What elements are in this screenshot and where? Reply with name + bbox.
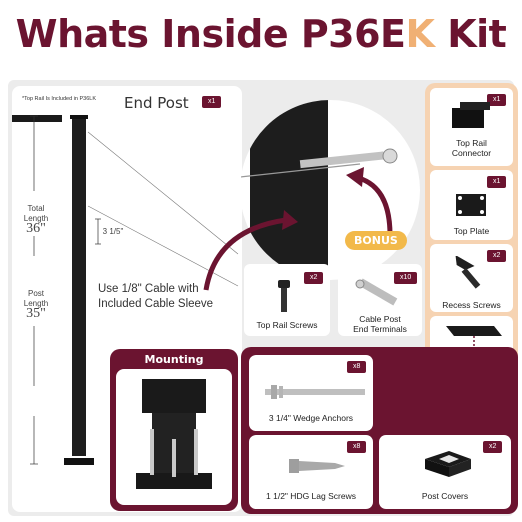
- cable-terminals-label-2: End Terminals: [353, 324, 407, 334]
- top-rail-connector-label-2: Connector: [451, 148, 492, 158]
- post-covers-label: Post Covers: [421, 491, 469, 501]
- top-plate-qty-badge: x1: [487, 176, 507, 188]
- bottom-items-panel: x8 3 1/4" Wedge Anchors x8 1 1/2" HDG La…: [241, 347, 518, 514]
- mounting-base-icon: [136, 379, 212, 489]
- end-post-illustration: [12, 115, 239, 465]
- title-main: Whats Inside P36E: [15, 12, 406, 56]
- recess-screw-icon: [455, 256, 481, 289]
- cable-text-line-2: Included Cable Sleeve: [98, 298, 214, 310]
- page-title: Whats Inside P36EK Kit: [0, 12, 522, 56]
- mounting-illustration: [116, 369, 232, 505]
- mounting-panel: Mounting: [110, 349, 238, 511]
- post-cover-icon: [425, 451, 471, 477]
- wedge-anchors-card: x8 3 1/4" Wedge Anchors: [249, 355, 373, 431]
- detail-arrow: [203, 210, 298, 291]
- top-rail-connector-card: x1 Top Rail Connector: [430, 88, 513, 166]
- bonus-badge: BONUS: [345, 231, 407, 250]
- top-rail-note: *Top Rail Is Included in P36LK: [22, 96, 96, 102]
- lag-screw-icon: [289, 459, 345, 473]
- spacing-dimension: 3 1/5": [102, 227, 124, 236]
- lag-screws-qty-badge: x8: [347, 441, 367, 453]
- title-accent: K: [405, 12, 435, 56]
- cable-instructions: Use 1/8" Cable with Included Cable Sleev…: [98, 282, 213, 312]
- top-rail-screws-qty-badge: x2: [304, 272, 324, 284]
- bonus-arrow: [346, 167, 393, 236]
- post-covers-card: x2 Post Covers: [379, 435, 511, 509]
- top-plate-icon: [456, 194, 486, 216]
- post-length-value: 35": [26, 306, 46, 321]
- top-rail-connector-qty-badge: x1: [487, 94, 507, 106]
- top-plate-card: x1 Top Plate: [430, 170, 513, 240]
- top-rail-screw-icon: [278, 280, 290, 312]
- end-post-title: End Post: [124, 94, 189, 112]
- total-length-value: 36": [26, 221, 46, 236]
- top-plate-label: Top Plate: [453, 226, 490, 236]
- wedge-anchors-label: 3 1/4" Wedge Anchors: [268, 413, 354, 423]
- post-body: [72, 116, 86, 456]
- wedge-anchor-icon: [265, 385, 365, 399]
- mounting-title: Mounting: [144, 353, 204, 366]
- wedge-anchors-qty-badge: x8: [347, 361, 367, 373]
- post-covers-qty-badge: x2: [483, 441, 503, 453]
- post-base-plate: [64, 458, 94, 465]
- cable-terminal-icon: [355, 278, 398, 306]
- lag-screws-label: 1 1/2" HDG Lag Screws: [266, 491, 356, 501]
- cable-terminals-label: Cable Post End Terminals: [338, 314, 422, 334]
- end-post-card: *Top Rail Is Included in P36LK End Post …: [12, 86, 242, 512]
- end-post-qty-badge: x1: [202, 96, 222, 108]
- cable-terminal-detail: [240, 100, 398, 280]
- cable-terminals-qty-badge: x10: [394, 272, 418, 284]
- recess-screws-label: Recess Screws: [442, 300, 501, 310]
- top-rail-connector-icon: [452, 102, 490, 128]
- lag-screws-card: x8 1 1/2" HDG Lag Screws: [249, 435, 373, 509]
- top-rail-screws-card: x2 Top Rail Screws: [244, 264, 330, 336]
- cable-terminals-card: x10 Cable Post End Terminals: [338, 264, 422, 336]
- post-cap: [70, 115, 88, 119]
- recess-screws-card: x2 Recess Screws: [430, 244, 513, 312]
- top-rail-shape: [12, 115, 62, 122]
- top-rail-screws-label: Top Rail Screws: [256, 320, 318, 330]
- cable-detail-callout: [240, 100, 420, 280]
- recess-screws-qty-badge: x2: [487, 250, 507, 262]
- cable-text-line-1: Use 1/8" Cable with: [98, 283, 199, 295]
- title-suffix: Kit: [434, 12, 507, 56]
- top-rail-connector-label: Top Rail Connector: [430, 138, 513, 158]
- cable-terminals-label-1: Cable Post: [359, 314, 401, 324]
- top-rail-connector-label-1: Top Rail: [456, 138, 487, 148]
